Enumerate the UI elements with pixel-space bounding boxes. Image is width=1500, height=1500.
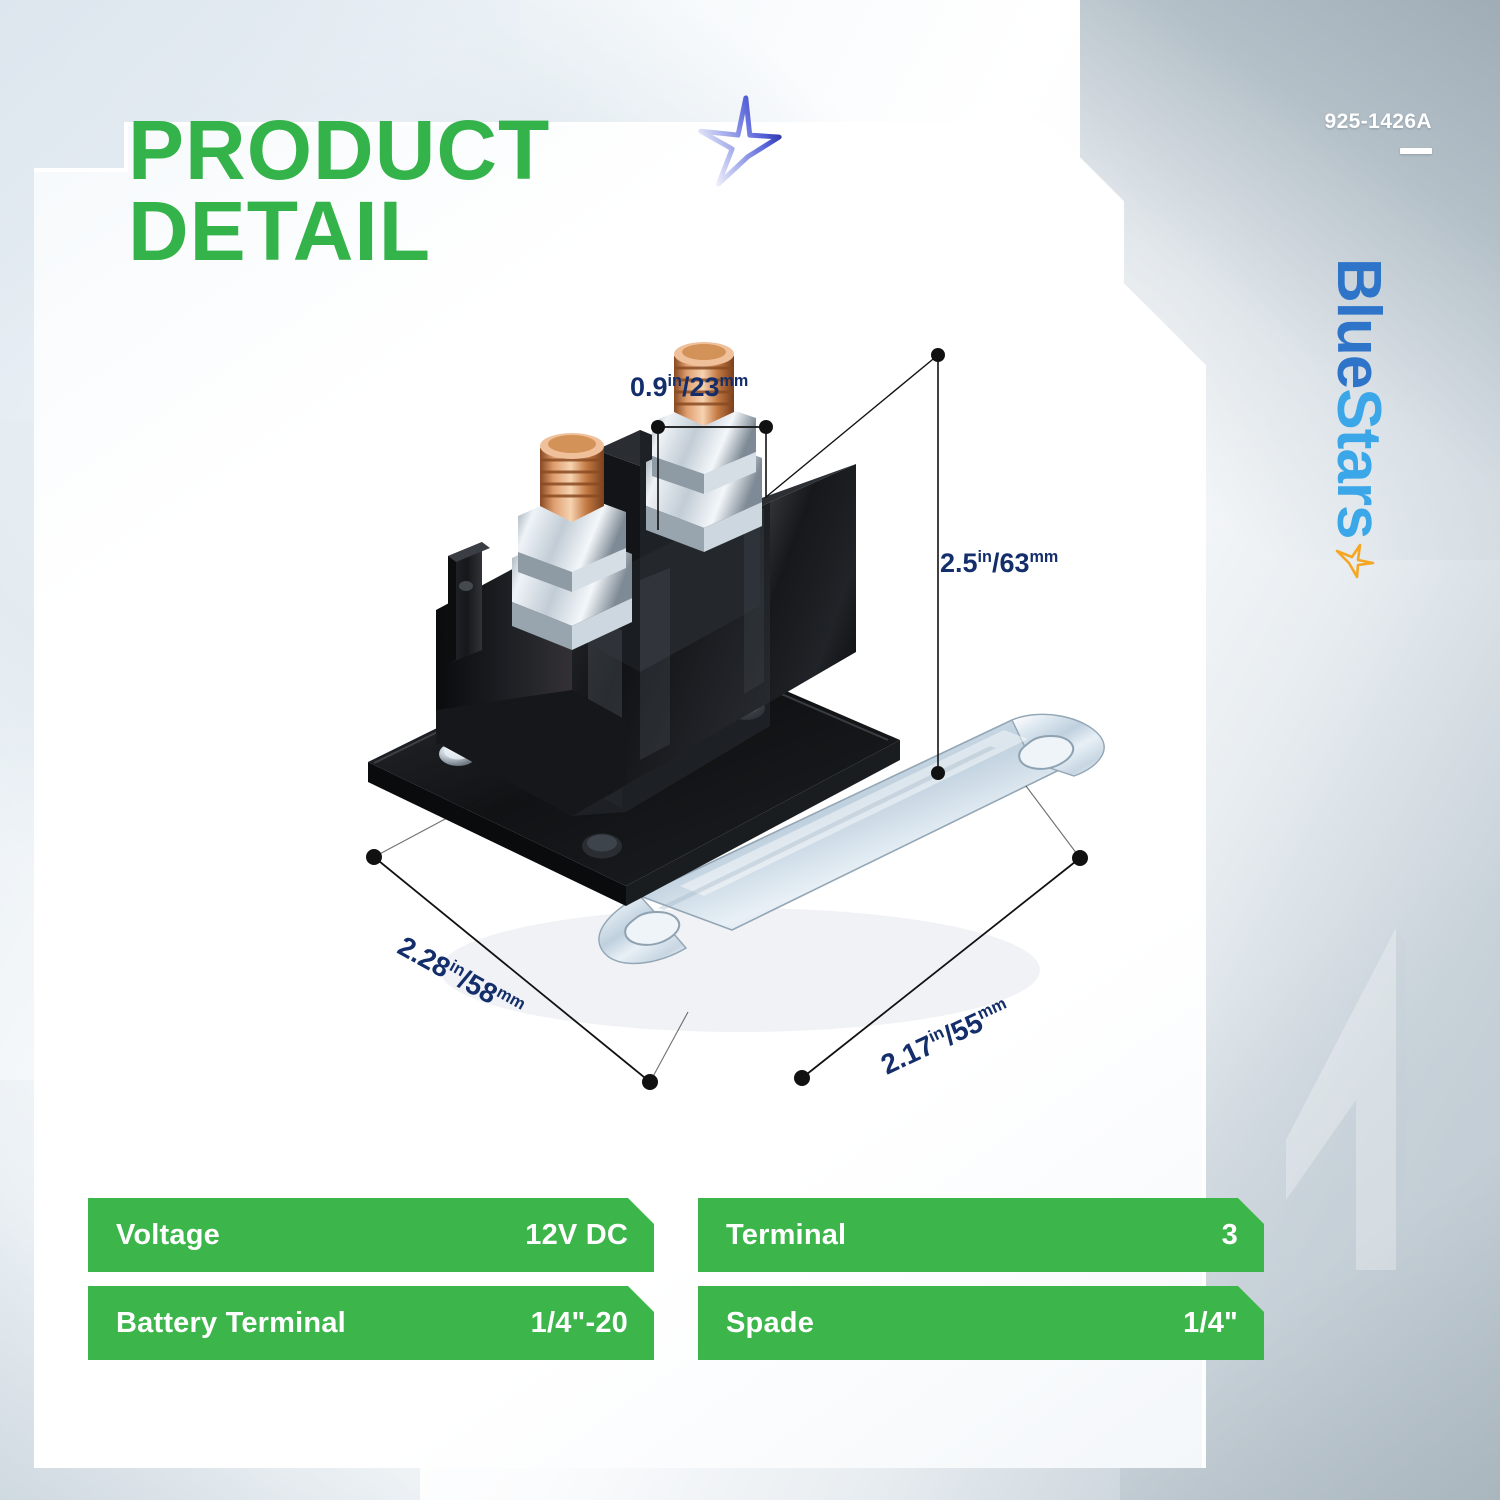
dim-right-value-mm: 63	[999, 548, 1030, 578]
dim-right-unit-mm: mm	[1029, 548, 1059, 566]
dim-right-sep: /	[991, 548, 1000, 578]
spec-row-terminal: Terminal 3	[698, 1198, 1264, 1272]
spec-row-battery-terminal: Battery Terminal 1/4"-20	[88, 1286, 654, 1360]
part-number-dash	[1400, 148, 1432, 154]
spec-value-terminal: 3	[1221, 1218, 1238, 1251]
spec-value-spade: 1/4"	[1183, 1306, 1238, 1339]
spade-terminal	[448, 542, 490, 664]
dim-right-unit-in: in	[977, 548, 992, 566]
orange-star-icon	[1336, 544, 1375, 579]
product-image-starter-solenoid	[368, 342, 1105, 1032]
part-number: 925-1426A	[1324, 110, 1432, 154]
dim-top-unit-mm: mm	[719, 372, 749, 390]
brand-logo: BlueStars	[1310, 258, 1394, 658]
spec-label-spade: Spade	[726, 1306, 815, 1339]
brand-name-blue: Blue	[1324, 258, 1393, 389]
dim-right-value: 2.5	[940, 548, 978, 578]
dim-top-value: 0.9	[630, 372, 668, 402]
dimension-label-width-top: 0.9in/23mm	[630, 372, 748, 403]
specifications-table: Voltage 12V DC Terminal 3 Battery Termin…	[88, 1198, 1264, 1360]
spec-label-terminal: Terminal	[726, 1218, 847, 1251]
spec-value-battery-terminal: 1/4"-20	[530, 1306, 628, 1339]
page-title: PRODUCT DETAIL	[128, 103, 551, 278]
spec-row-voltage: Voltage 12V DC	[88, 1198, 654, 1272]
background-shade-bottom-right	[1120, 880, 1500, 1500]
brand-name-stars: Stars	[1324, 388, 1393, 539]
spec-value-voltage: 12V DC	[525, 1218, 628, 1251]
page-title-line-1: PRODUCT	[128, 103, 551, 197]
spec-label-battery-terminal: Battery Terminal	[116, 1306, 346, 1339]
spec-label-voltage: Voltage	[116, 1218, 220, 1251]
battery-terminal-right	[646, 342, 762, 552]
star-outline-icon	[698, 95, 782, 187]
spec-row-spade: Spade 1/4"	[698, 1286, 1264, 1360]
part-number-text: 925-1426A	[1324, 110, 1432, 133]
page-title-line-2: DETAIL	[128, 183, 432, 278]
background-watermark-icon	[1286, 928, 1406, 1270]
dim-top-value-mm: 23	[689, 372, 720, 402]
battery-terminal-left	[512, 433, 632, 650]
dim-top-sep: /	[681, 372, 690, 402]
dim-top-unit-in: in	[667, 372, 682, 390]
dimension-label-height-right: 2.5in/63mm	[940, 548, 1058, 579]
